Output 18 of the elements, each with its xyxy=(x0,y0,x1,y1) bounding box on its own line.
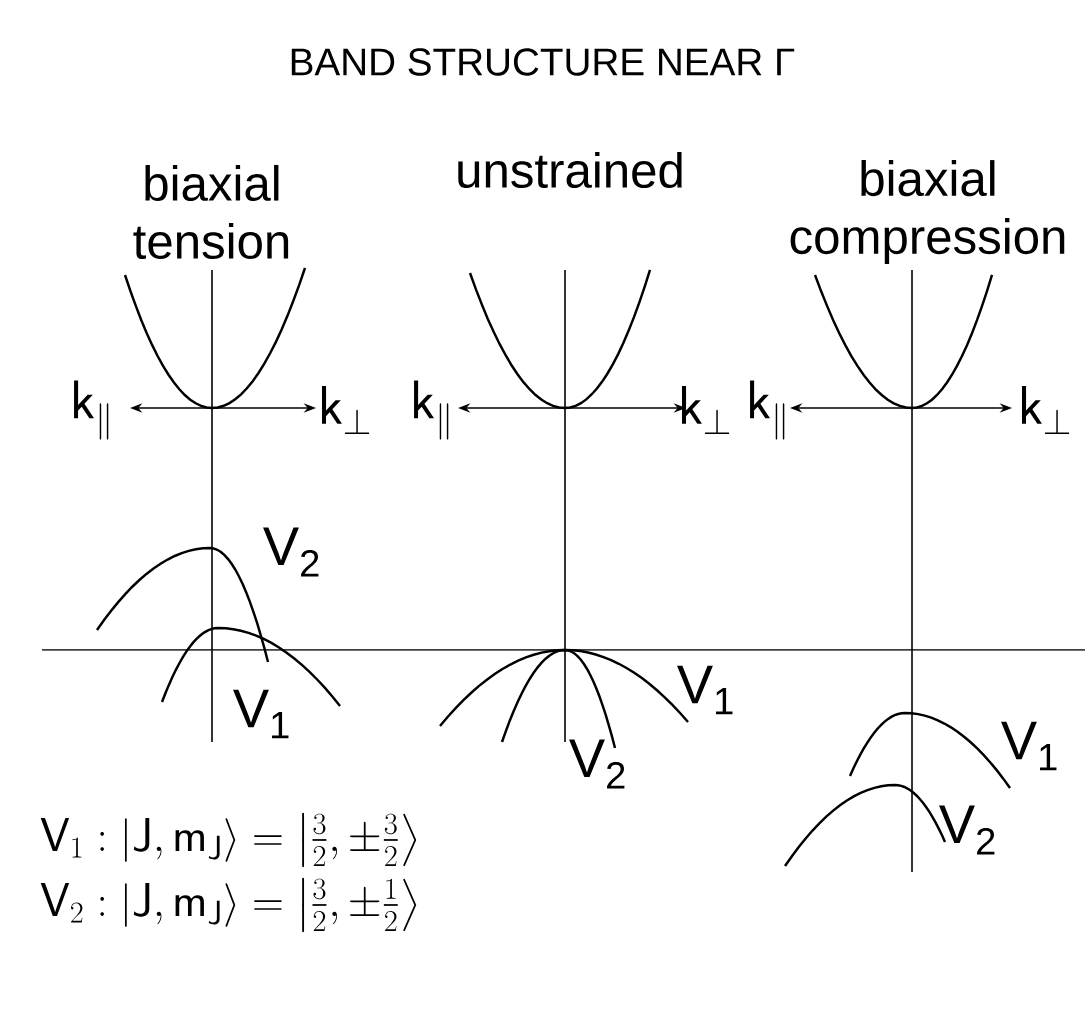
panel-label: biaxial tension xyxy=(133,164,289,260)
title: BAND STRUCTURE NEAR Γ xyxy=(291,48,795,76)
band-label: V$_{1}$ xyxy=(677,665,733,715)
band-label: V$_{2}$ xyxy=(263,527,319,577)
axis-label: $\mathsf{k}_{\perp}$ xyxy=(322,385,370,434)
band-label: V$_{1}$ xyxy=(1001,721,1057,771)
band-label: V$_{1}$ xyxy=(233,689,289,739)
panel-label: biaxial compression xyxy=(790,160,1065,264)
axis-label: $\mathsf{k}_{\parallel}$ xyxy=(74,380,109,440)
axis-label: $\mathsf{k}_{\perp}$ xyxy=(1022,385,1070,434)
formula: $\mathsf{V}_2:\left|\mathsf{J},\mathsf{m}_\mathsf{J}\right\rangle=\left|\frac{3}{2},\pm\frac{1}{2}\right\rangle$ xyxy=(40,877,417,933)
axis-label: $\mathsf{k}_{\parallel}$ xyxy=(750,380,785,440)
formula: $\mathsf{V}_1:\left|\mathsf{J},\mathsf{m}_\mathsf{J}\right\rangle=\left|\frac{3}{2},\pm\frac{3}{2}\right\rangle$ xyxy=(40,812,417,868)
band-label: V$_{2}$ xyxy=(939,805,995,855)
axis-label: $\mathsf{k}_{\parallel}$ xyxy=(414,380,449,440)
axis-label: $\mathsf{k}_{\perp}$ xyxy=(682,385,730,434)
panel-label: unstrained xyxy=(458,151,682,189)
band-label: V$_{2}$ xyxy=(569,739,625,789)
